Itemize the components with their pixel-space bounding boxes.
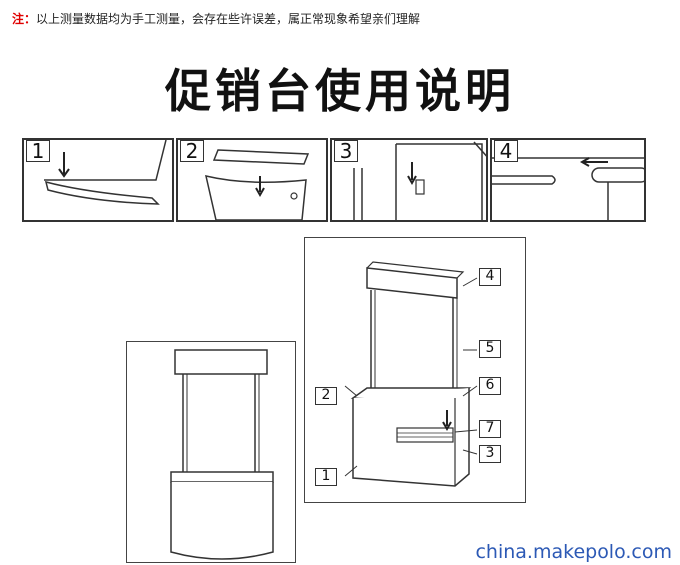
step-1-panel: 1 [22,138,174,222]
step-2-illustration [205,149,310,220]
disclaimer-note: 注：以上测量数据均为手工测量，会存在些许误差，属正常现象希望亲们理解 [12,10,420,27]
step-2-panel: 2 [176,138,328,222]
step-1-number: 1 [26,140,50,162]
parts-diagram-illustration [344,261,478,487]
assembled-counter-frame [126,341,296,563]
step-strip: 1 2 3 [22,138,646,222]
step-2-number: 2 [180,140,204,162]
parts-diagram-frame: 4 5 2 6 7 3 1 [304,237,526,503]
page-title: 促销台使用说明 [165,64,515,118]
callout-7: 7 [479,420,501,438]
note-text: 以上测量数据均为手工测量，会存在些许误差，属正常现象希望亲们理解 [36,12,421,26]
step-4-illustration [492,157,644,220]
watermark: china.makepolo.com [475,541,672,563]
callout-5: 5 [479,340,501,358]
step-4-panel: 4 [490,138,646,222]
callout-2: 2 [315,387,337,405]
step-3-illustration [353,141,486,220]
assembled-counter-illustration [170,349,274,560]
step-3-panel: 3 [330,138,488,222]
step-4-number: 4 [494,140,518,162]
callout-3: 3 [479,445,501,463]
note-mark: 注： [12,12,37,26]
step-3-number: 3 [334,140,358,162]
callout-1: 1 [315,468,337,486]
callout-4: 4 [479,268,501,286]
step-1-illustration [44,140,167,205]
callout-6: 6 [479,377,501,395]
